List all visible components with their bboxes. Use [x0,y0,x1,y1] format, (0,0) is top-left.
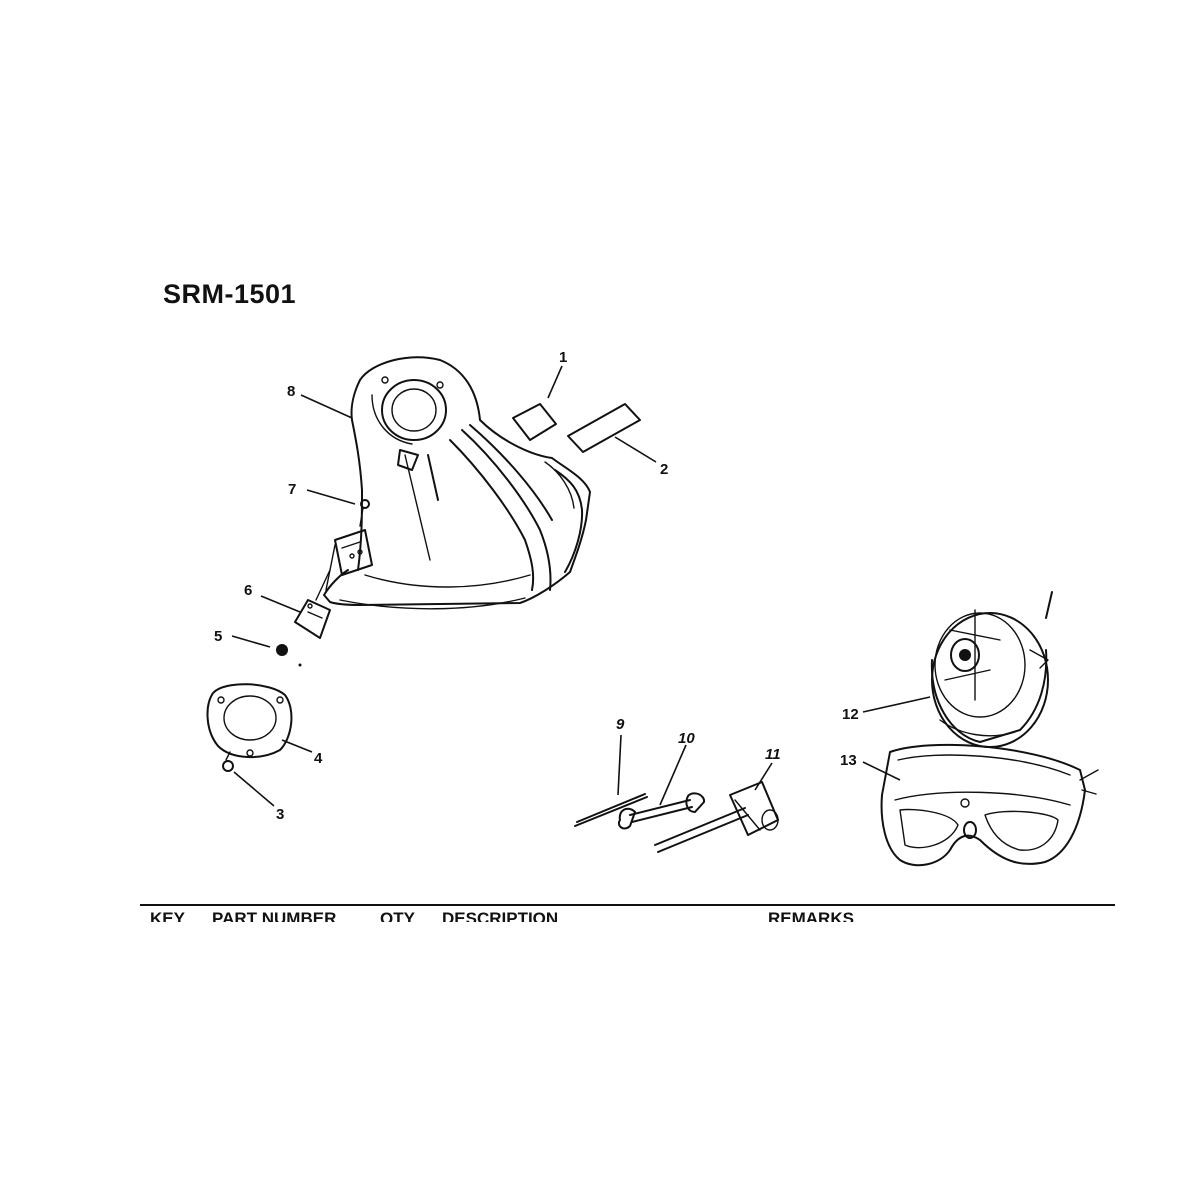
model-title: SRM-1501 [163,279,297,309]
callout-5: 5 [214,628,222,645]
leader-lines [231,365,931,807]
callout-3: 3 [276,806,284,823]
wrench-drawing [618,792,706,830]
rod-drawing [574,793,648,827]
safety-goggles-drawing [880,743,1099,867]
parts-table-header: KEY PART NUMBER QTY DESCRIPTION REMARKS [150,909,910,922]
decal-long-drawing [567,403,641,453]
callout-8: 8 [287,383,295,400]
table-top-rule [140,904,1115,906]
header-remarks: REMARKS [768,909,854,922]
bolt-drawing [222,751,234,772]
callout-6: 6 [244,582,252,599]
gasket-drawing [206,683,293,759]
header-qty: QTY [380,909,415,922]
callout-7: 7 [288,481,296,498]
debris-guard-drawing [315,356,591,610]
dot-mark [298,663,302,667]
header-description: DESCRIPTION [442,909,559,922]
header-key: KEY [150,909,185,922]
callout-labels: 1 2 3 4 5 6 7 8 9 10 11 12 13 [214,349,859,823]
socket-tool-drawing [654,781,779,853]
screw-drawing [359,499,370,527]
callout-12: 12 [842,706,859,723]
decal-small-drawing [512,403,557,441]
callout-1: 1 [559,349,567,366]
callout-13: 13 [840,752,857,769]
callout-4: 4 [314,750,323,767]
guard-plate-drawing [294,599,331,639]
callout-9: 9 [616,716,625,733]
trimmer-head-drawing [930,591,1053,748]
callout-2: 2 [660,461,668,478]
nut-drawing [276,644,288,656]
header-part-number: PART NUMBER [212,909,337,922]
callout-11: 11 [765,746,781,763]
callout-10: 10 [678,730,695,747]
